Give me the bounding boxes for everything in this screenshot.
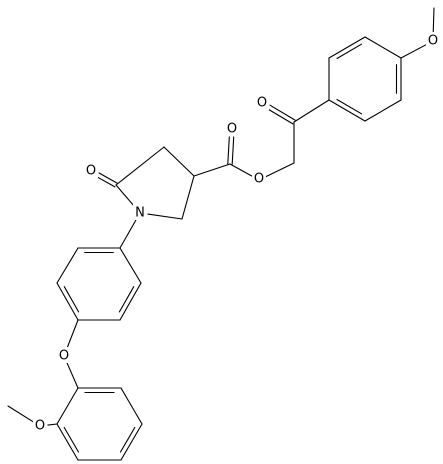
bond-d3-d4	[120, 423, 143, 461]
bond-d2-d3	[120, 387, 143, 425]
bonds-layer	[7, 7, 435, 461]
atom-o-ether: O	[57, 347, 71, 364]
atom-o-lactam: O	[84, 162, 98, 179]
bond-c5-ol-b	[96, 176, 116, 188]
bond-a3-a4-inner	[336, 98, 363, 115]
bond-kc-ok-a	[269, 104, 296, 121]
atom-label-o-methoxy-top: O	[428, 34, 438, 49]
atom-label-o-ketone: O	[257, 96, 267, 111]
bond-b2-b3-inner	[118, 286, 135, 313]
bond-ec-c3	[193, 163, 231, 177]
bond-ec-oc-a	[231, 136, 235, 165]
atom-o-methoxy-top: O	[426, 32, 440, 49]
bond-c3-c4	[163, 146, 195, 177]
bond-a4-kc	[293, 99, 330, 123]
bond-d5-d6-inner	[63, 426, 80, 453]
atom-label-o-ester: O	[254, 172, 264, 187]
bond-b2-b3	[119, 282, 142, 321]
atom-label-o-methoxy-bottom: O	[35, 419, 45, 434]
bond-b4-b5-inner	[63, 286, 80, 313]
bond-a2-a3	[364, 99, 402, 122]
bond-b4-oo	[66, 319, 79, 350]
bond-o1-a1	[400, 44, 427, 59]
bond-m1-o1	[432, 7, 435, 34]
atom-o-ester: O	[252, 170, 266, 187]
bond-kc-ok-b	[267, 108, 294, 125]
atom-o-ketone: O	[255, 94, 269, 111]
atom-label-n-ring: N	[135, 206, 145, 221]
atom-n-ring: N	[133, 204, 147, 221]
bond-d3-d4-inner	[119, 426, 136, 453]
bond-b5-b6	[56, 247, 79, 284]
bond-b1-b2	[119, 247, 142, 284]
atom-label-o-lactam: O	[86, 164, 96, 179]
bond-c5-n	[115, 184, 136, 208]
bond-d6-om	[47, 423, 58, 426]
atom-label-o-ester-carbonyl: O	[227, 122, 237, 137]
bond-d6-d1	[56, 387, 79, 425]
bond-n-b1	[119, 219, 137, 249]
atom-label-o-ether: O	[59, 349, 69, 364]
bond-a5-a6	[328, 36, 366, 59]
atom-labels-layer: O O O O O N O O	[33, 32, 440, 434]
bond-n-c2	[147, 213, 183, 220]
bond-ec-oc-b	[227, 136, 230, 165]
bond-b4-b5	[56, 282, 79, 321]
bond-a5-a6-inner	[336, 43, 363, 60]
bond-om-mm	[7, 405, 34, 423]
atom-o-methoxy-bottom: O	[33, 417, 47, 434]
bond-d5-d6	[56, 423, 79, 461]
bond-c5-ol-a	[98, 172, 118, 184]
bond-c2-c3	[181, 175, 195, 220]
atom-o-ester-carbonyl: O	[225, 120, 239, 137]
bond-a6-a1	[364, 36, 402, 59]
bond-a3-a4	[328, 99, 366, 122]
bond-oo-d1	[66, 362, 79, 389]
bond-c4-c5	[115, 146, 165, 186]
bond-ch2-oe	[265, 162, 295, 178]
bond-oe-ec	[229, 163, 253, 177]
